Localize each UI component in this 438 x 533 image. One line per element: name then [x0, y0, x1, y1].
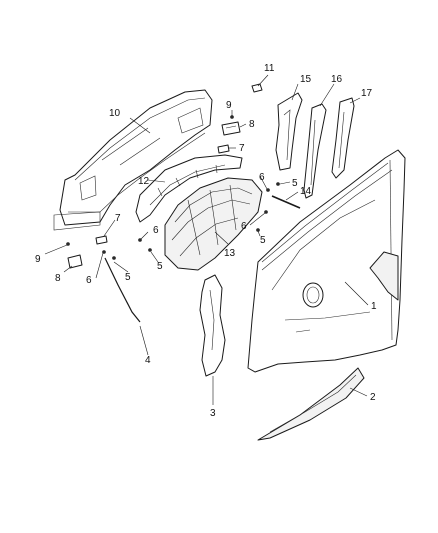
- callout-2: 2: [370, 392, 376, 403]
- part-10-inner-side-panel: [53, 89, 213, 231]
- callout-1: 1: [371, 301, 377, 312]
- part-5-fastener-mid-a: [276, 182, 280, 186]
- part-15-reinforcement: [275, 92, 303, 171]
- callout-8-lower: 8: [55, 273, 61, 284]
- callout-16: 16: [331, 74, 343, 85]
- callout-12: 12: [138, 176, 150, 187]
- callout-9-upper: 9: [226, 100, 232, 111]
- part-7-bracket-upper: [217, 144, 230, 154]
- callout-8-upper: 8: [249, 119, 255, 130]
- part-14-rod: [271, 195, 301, 209]
- callout-9-lower: 9: [35, 254, 41, 265]
- part-16-reinforcement: [303, 103, 327, 199]
- callout-15: 15: [300, 74, 312, 85]
- callout-10: 10: [109, 108, 121, 119]
- part-5-fastener-lower-a: [112, 256, 116, 260]
- part-12-wheelhouse-upper: [135, 154, 243, 223]
- part-1-outer-bed-side: [247, 149, 406, 373]
- part-2-decal: [257, 367, 365, 441]
- part-4-seal-strip: [104, 257, 141, 323]
- callout-13: 13: [224, 248, 236, 259]
- part-5-fastener-lower-b: [148, 248, 152, 252]
- part-6-fastener-lower-b: [138, 238, 142, 242]
- callout-5-lower-b: 5: [157, 261, 163, 272]
- callout-6-lower-b: 6: [153, 225, 159, 236]
- callout-3: 3: [210, 408, 216, 419]
- callout-5-lower-a: 5: [125, 272, 131, 283]
- callout-6-lower-a: 6: [86, 275, 92, 286]
- part-6-fastener-mid-b: [264, 210, 268, 214]
- part-11-clip: [251, 83, 263, 93]
- callout-4: 4: [145, 355, 151, 366]
- callout-7-upper: 7: [239, 143, 245, 154]
- callout-6-mid-a: 6: [259, 172, 265, 183]
- part-7-bracket-lower: [95, 235, 108, 245]
- part-17-reinforcement: [331, 97, 355, 179]
- part-6-fastener-mid-a: [266, 188, 270, 192]
- leader-lines: [44, 74, 369, 405]
- callout-17: 17: [361, 88, 373, 99]
- part-8-bracket-lower: [67, 254, 83, 269]
- part-9-fastener-lower: [66, 242, 70, 246]
- hardware-lower-left: [66, 182, 280, 269]
- callout-14: 14: [300, 186, 312, 197]
- part-13-wheelhouse: [164, 177, 263, 271]
- callout-11: 11: [264, 63, 275, 74]
- callout-7-lower: 7: [115, 213, 121, 224]
- callout-labels: 10 11 9 8 7 15 16 17 12 6 5 14 6 5 13 7 …: [35, 63, 377, 419]
- callout-5-mid-b: 5: [260, 235, 266, 246]
- callout-6-mid-b: 6: [241, 221, 247, 232]
- part-3-bracket: [199, 274, 226, 377]
- callout-5-mid-a: 5: [292, 178, 298, 189]
- part-8-bracket-upper: [221, 121, 241, 136]
- part-6-fastener-lower-a: [102, 250, 106, 254]
